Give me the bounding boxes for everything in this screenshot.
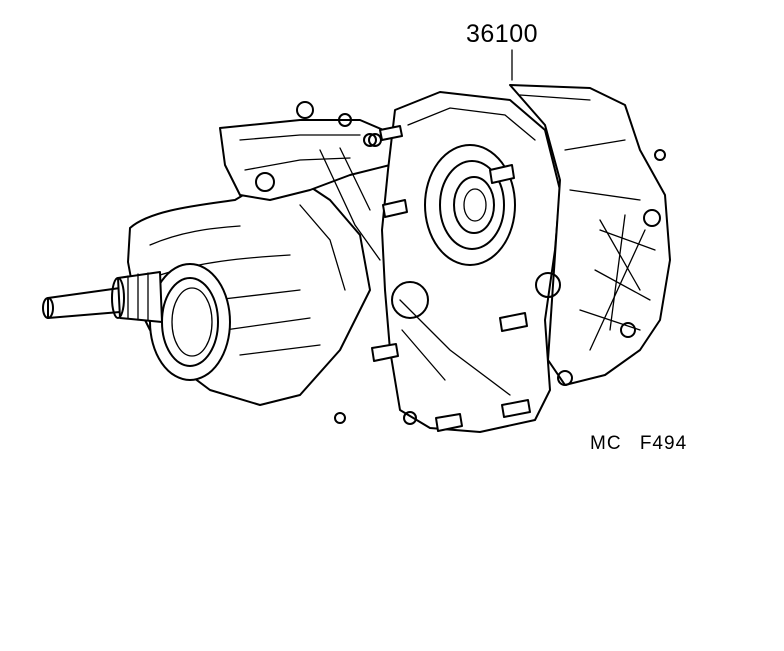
- mounting-studs: [334, 125, 531, 432]
- mounting-bracket: [219, 101, 396, 261]
- output-shaft: [42, 271, 163, 323]
- part-number-label: 36100: [466, 20, 539, 48]
- figure-code-label: MC F494: [590, 433, 688, 454]
- center-cover-plate: [381, 91, 561, 433]
- front-housing: [509, 84, 671, 386]
